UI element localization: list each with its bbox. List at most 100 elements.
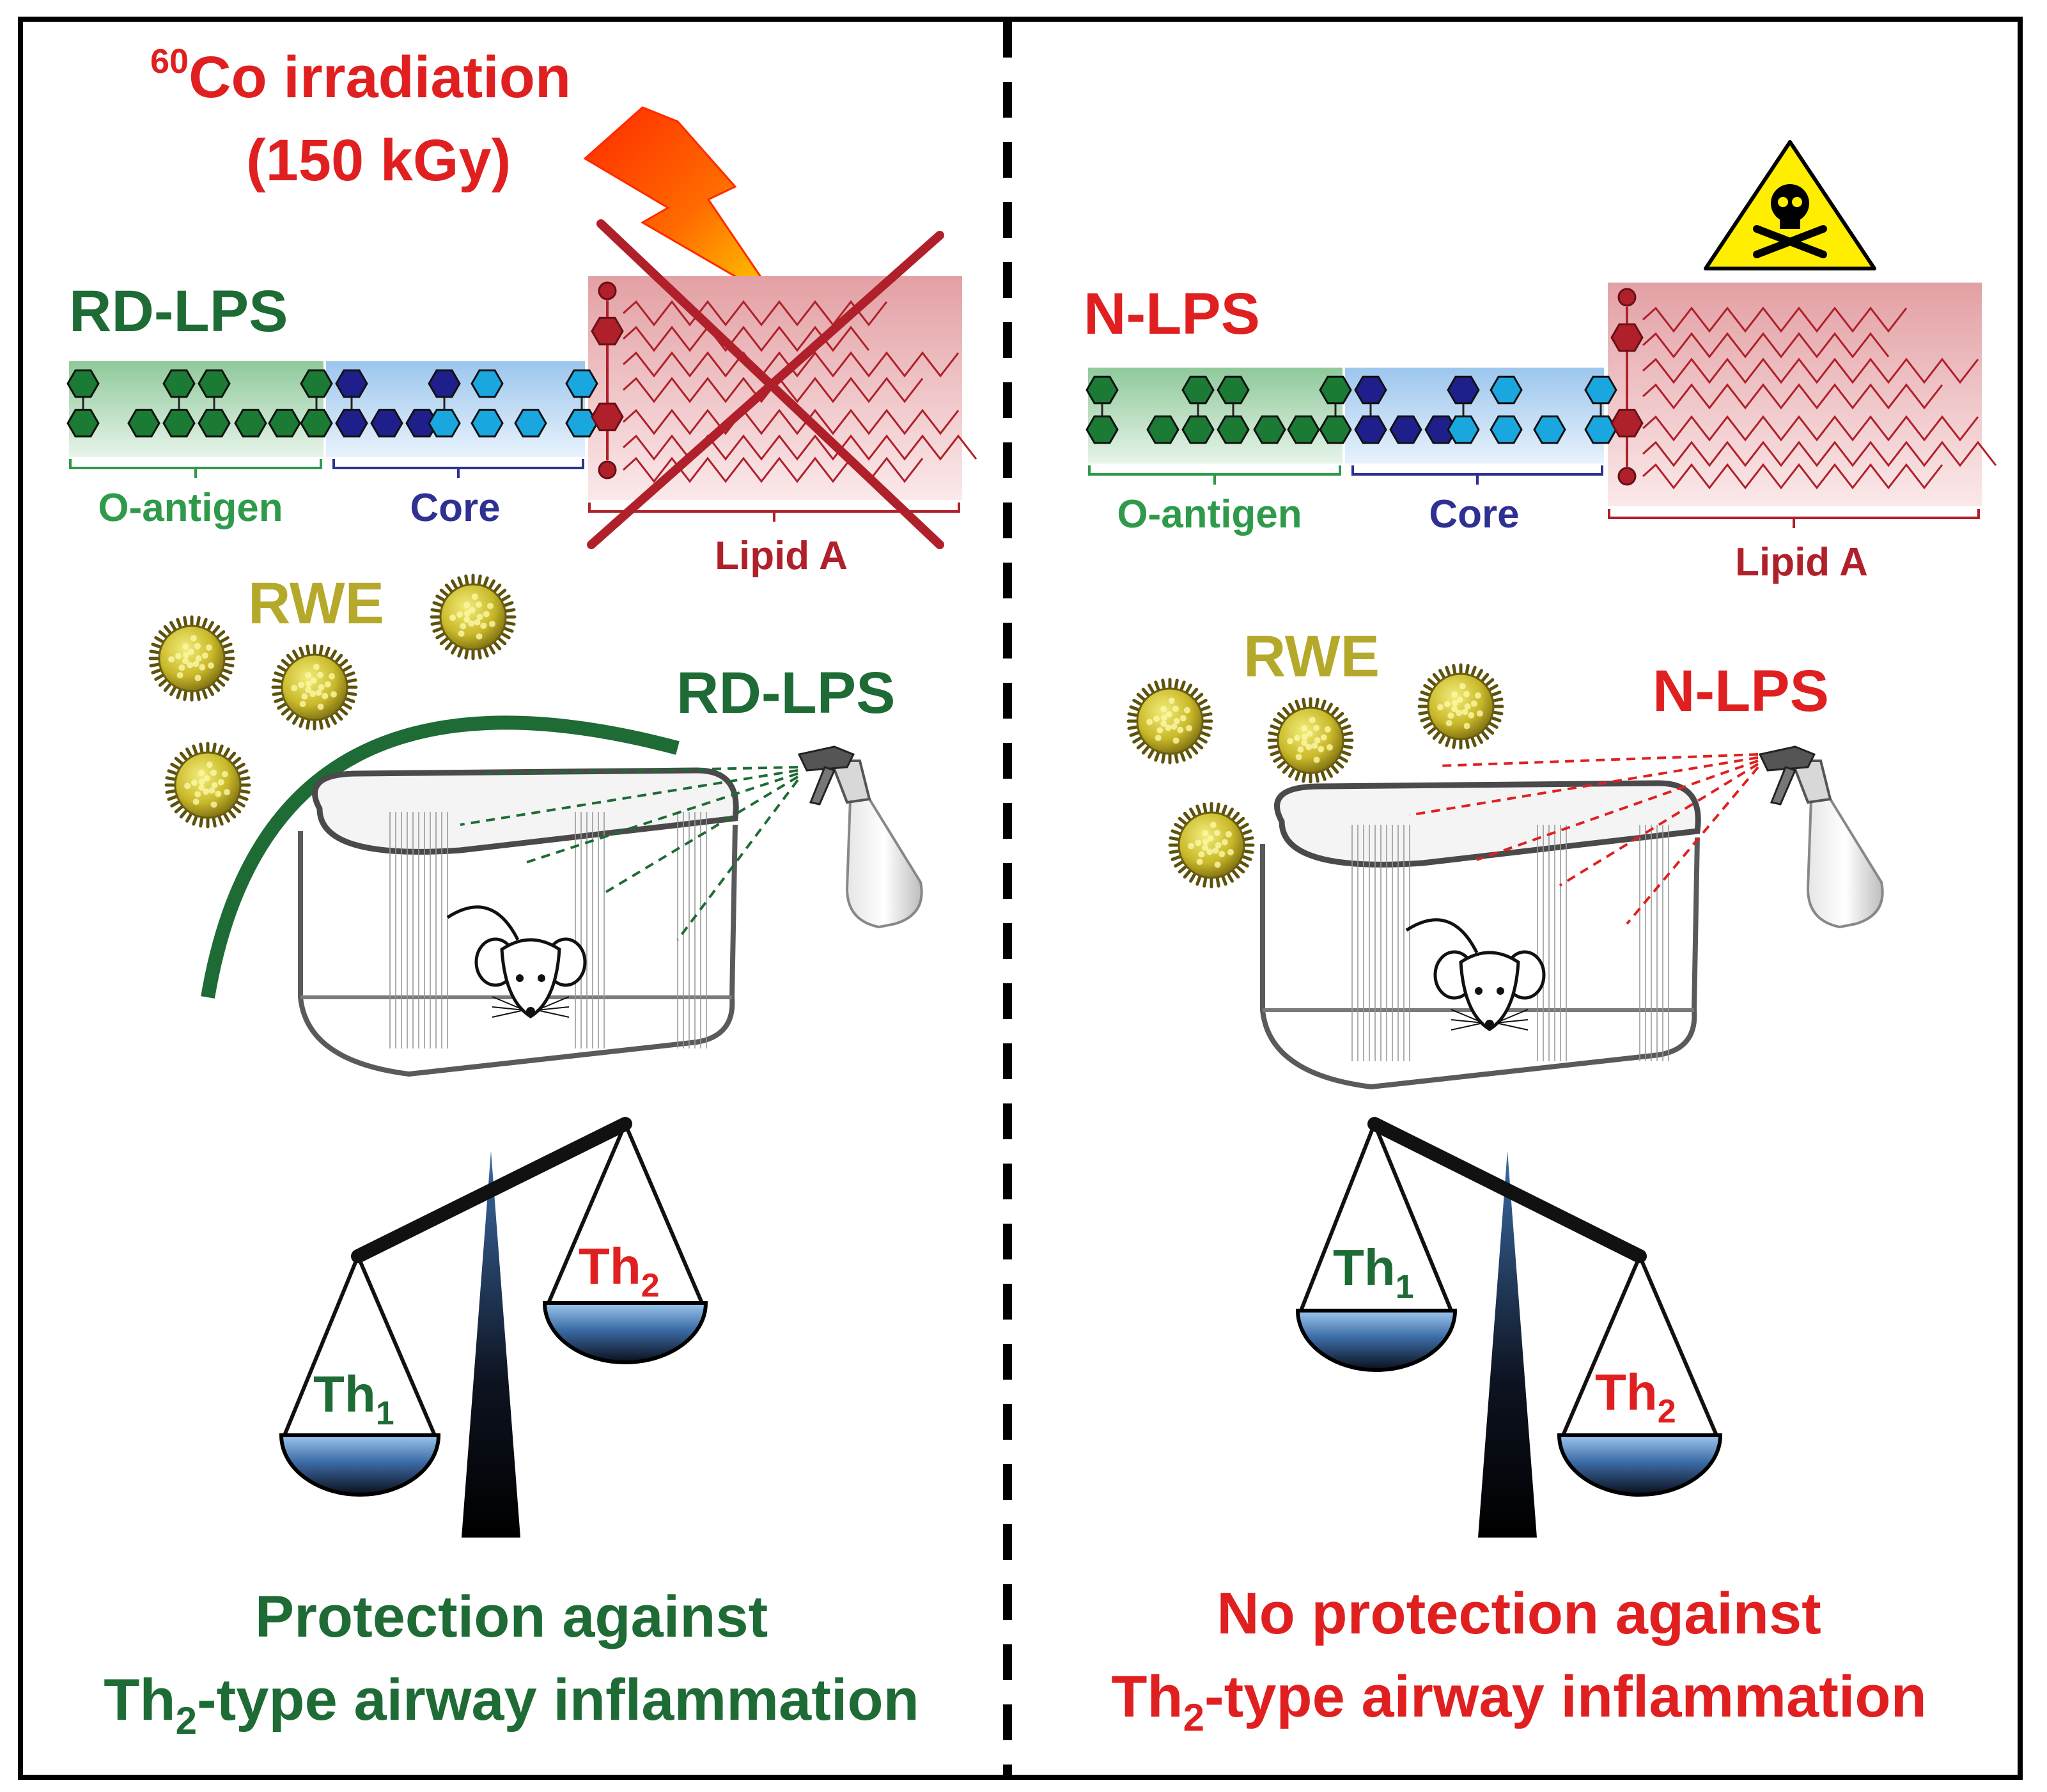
sugar-hexagon	[1319, 415, 1352, 444]
sugar-hexagon	[405, 409, 439, 438]
sugar-hexagon	[335, 409, 368, 438]
sugar-hexagon	[66, 409, 100, 438]
th2-subscript: 2	[1658, 1393, 1676, 1430]
sugar-hexagon	[335, 369, 368, 398]
sugar-hexagon	[565, 369, 598, 398]
conclusion-line-1: No protection against	[1217, 1581, 1821, 1646]
o-antigen-label: O-antigen	[98, 486, 283, 530]
th2-subscript: 2	[641, 1267, 660, 1304]
irradiation-label: Co irradiation	[189, 45, 571, 110]
sugar-hexagon	[162, 369, 196, 398]
th1-label: Th1	[313, 1366, 394, 1432]
spray-lines	[460, 766, 799, 941]
sugar-hexagon	[300, 369, 333, 398]
sugar-hexagon	[1086, 415, 1119, 444]
lipid-a-label: Lipid A	[1735, 540, 1868, 584]
sugar-hexagon	[198, 369, 231, 398]
conclusion-line-2: Th2-type airway inflammation	[104, 1667, 919, 1742]
core-label: Core	[410, 486, 500, 530]
core-bracket	[1351, 465, 1603, 485]
scale-pan-th1: Th1	[1295, 1123, 1458, 1372]
irradiation-dose: (150 kGy)	[246, 128, 511, 193]
o-antigen-bracket	[69, 459, 322, 478]
th1-subscript: 1	[1396, 1268, 1414, 1305]
lipid-a-structure	[591, 281, 977, 483]
sugar-hexagon	[1584, 375, 1617, 405]
sugar-hexagon	[198, 409, 231, 438]
pollen-group	[1126, 663, 1504, 889]
sugar-hexagon	[471, 409, 504, 438]
sugar-hexagon	[1584, 415, 1617, 444]
sugar-hexagon	[1447, 415, 1480, 444]
conclusion-line-1: Protection against	[255, 1584, 768, 1649]
mouse-icon	[1405, 918, 1546, 1031]
conclusion-line-2: Th2-type airway inflammation	[1111, 1664, 1927, 1739]
sugar-hexagon	[162, 409, 196, 438]
th2-label: Th2	[579, 1238, 660, 1304]
irradiation-superscript: 60	[150, 42, 189, 81]
sugar-hexagon	[428, 409, 461, 438]
sugar-hexagon	[1354, 415, 1387, 444]
pollen-grain-icon	[148, 615, 235, 702]
th1-base: Th	[1333, 1239, 1396, 1296]
sugar-hexagon	[1490, 375, 1523, 405]
mouse-cage-icon	[1260, 780, 1701, 1090]
sugar-hexagon	[1217, 415, 1250, 444]
protection-arc	[201, 715, 680, 999]
core-label: Core	[1429, 492, 1519, 536]
scale-beam	[351, 1117, 632, 1263]
sugar-hexagon	[1181, 415, 1215, 444]
pollen-grain-icon	[1168, 802, 1255, 889]
lipid-a-bracket	[588, 503, 960, 522]
lipid-a-bracket	[1608, 509, 1980, 528]
th2-base: Th	[579, 1238, 641, 1295]
sugar-hexagon	[370, 409, 403, 438]
sugar-hexagon	[471, 369, 504, 398]
pollen-grain-icon	[1417, 663, 1504, 750]
scale-beam	[1367, 1117, 1647, 1263]
sugar-hexagon	[1319, 375, 1352, 405]
balance-scale-icon: Th1 Th2	[1295, 1117, 1723, 1538]
lipid-a-structure	[1610, 288, 1997, 490]
pollen-grain-icon	[430, 573, 517, 660]
irradiation-title: 60Co irradiation	[150, 42, 571, 110]
sugar-hexagon	[565, 409, 598, 438]
o-antigen-label: O-antigen	[1117, 492, 1302, 536]
hexagon-chain	[66, 369, 598, 438]
o-antigen-bracket	[1088, 465, 1341, 485]
scale-pan-th2: Th2	[542, 1123, 708, 1364]
scale-pan-th2: Th2	[1557, 1255, 1723, 1497]
sugar-hexagon	[1424, 415, 1458, 444]
left-panel: 60Co irradiation (150 kGy) RD-LPS O-anti…	[66, 42, 977, 1742]
scale-post	[1478, 1151, 1537, 1538]
pollen-grain-icon	[1126, 678, 1213, 765]
outer-frame	[18, 17, 2023, 1780]
th1-label: Th1	[1333, 1239, 1414, 1305]
sugar-hexagon	[1533, 415, 1566, 444]
th1-base: Th	[313, 1366, 376, 1422]
pollen-grain-icon	[164, 742, 251, 829]
spray-label: N-LPS	[1653, 658, 1829, 724]
sugar-hexagon	[514, 409, 547, 438]
sugar-hexagon	[1086, 375, 1119, 405]
th2-label: Th2	[1595, 1364, 1676, 1430]
th2-base: Th	[1595, 1364, 1658, 1421]
right-panel: N-LPS O-antigen Core Lipid A RWE N-LPS	[1084, 140, 1997, 1739]
sugar-hexagon	[1389, 415, 1422, 444]
lipid-a-label: Lipid A	[715, 534, 848, 578]
core-bracket	[332, 459, 584, 478]
sugar-hexagon	[1447, 375, 1480, 405]
sugar-hexagon	[234, 409, 267, 438]
spray-bottle-icon	[1758, 745, 1884, 929]
balance-scale-icon: Th1 Th2	[279, 1117, 708, 1538]
pollen-group	[148, 573, 517, 829]
sugar-hexagon	[66, 369, 100, 398]
spray-label: RD-LPS	[676, 660, 895, 726]
lps-title: N-LPS	[1084, 281, 1260, 347]
spray-bottle-icon	[797, 745, 923, 929]
sugar-hexagon	[1354, 375, 1387, 405]
sugar-hexagon	[1287, 415, 1320, 444]
sugar-hexagon	[1490, 415, 1523, 444]
th1-subscript: 1	[376, 1395, 394, 1432]
